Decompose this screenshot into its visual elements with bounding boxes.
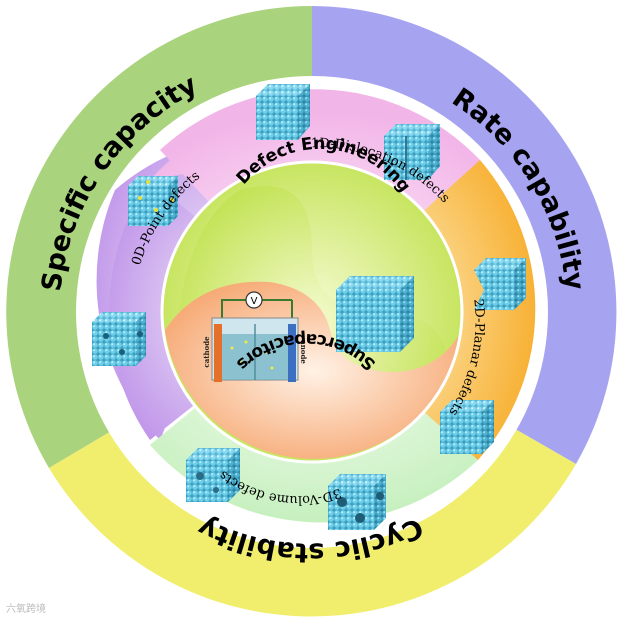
- cathode-electrode: [214, 324, 222, 382]
- cube-center: [336, 276, 414, 352]
- cube-volume-right: [328, 474, 386, 530]
- cube-dislocation-right: [384, 124, 440, 180]
- cube-dislocation-top: [256, 84, 310, 140]
- voltmeter-icon: [245, 291, 263, 309]
- cathode-label: cathode: [202, 336, 211, 368]
- anode-label: anode: [299, 340, 308, 364]
- cube-point-bottom: [92, 312, 146, 366]
- voltmeter-label: V: [251, 296, 258, 307]
- cube-planar-top: [474, 258, 526, 310]
- watermark: 六氧跨境: [6, 604, 46, 615]
- supercapacitor-cell: V cathode anode: [202, 291, 308, 382]
- cube-planar-bottom: [440, 400, 494, 454]
- cube-volume-left: [186, 448, 240, 502]
- anode-electrode: [288, 324, 296, 382]
- core-outline: [160, 160, 464, 464]
- cube-point-top: [128, 176, 178, 226]
